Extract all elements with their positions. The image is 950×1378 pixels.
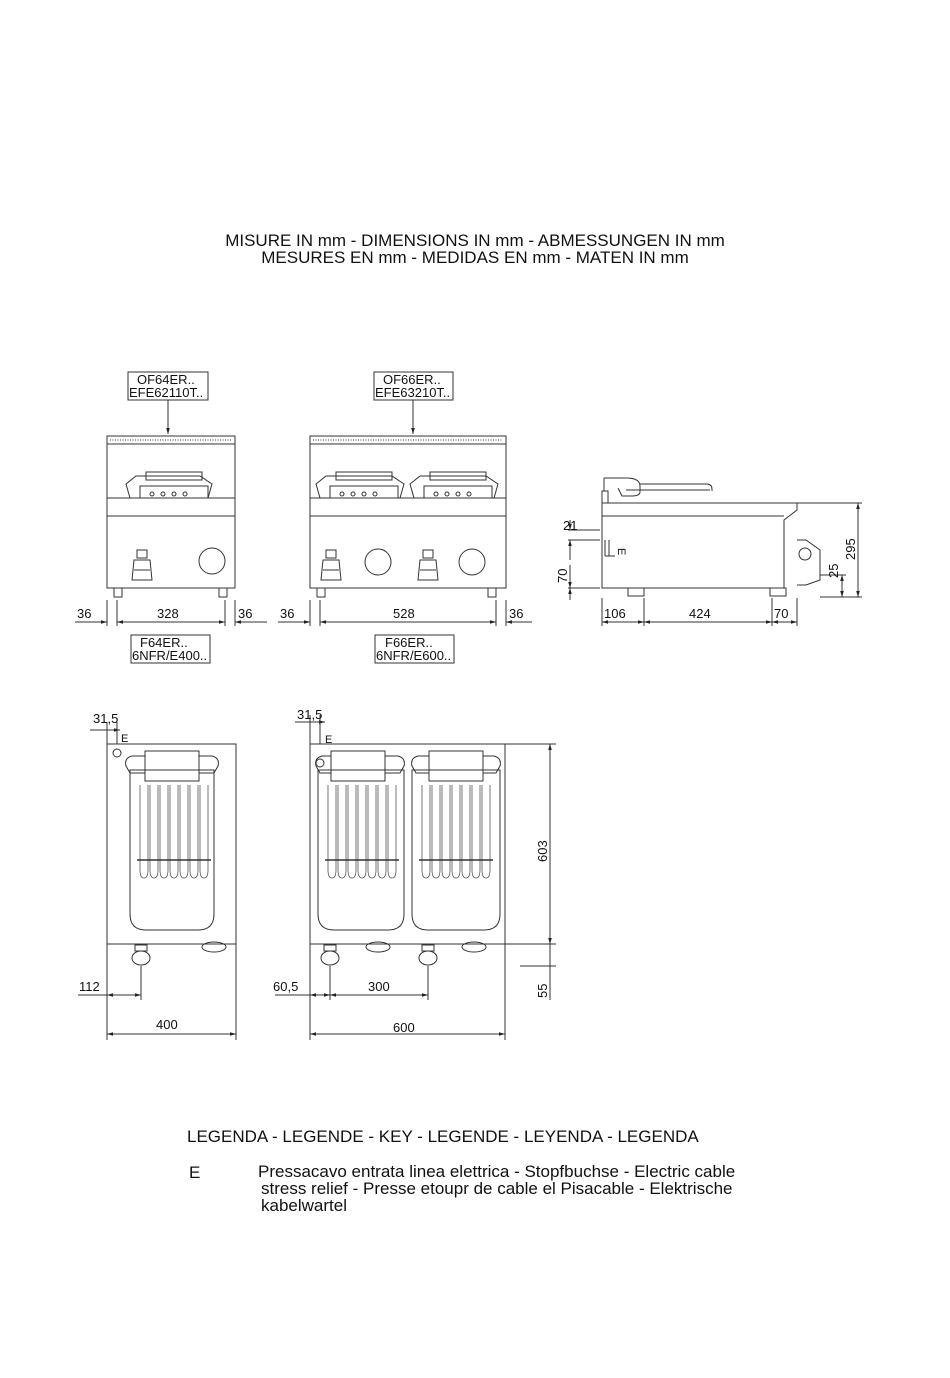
dim-top-double-300: 300 bbox=[368, 979, 390, 994]
dim-side-106: 106 bbox=[604, 606, 626, 621]
label-efe63210t: EFE63210T.. bbox=[375, 385, 450, 400]
dim-front-single-left: 36 bbox=[77, 606, 91, 621]
dim-top-single-112: 112 bbox=[79, 979, 100, 994]
dim-side-295: 295 bbox=[843, 538, 858, 560]
dim-side-70b: 70 bbox=[774, 606, 788, 621]
front-view-double bbox=[278, 371, 532, 664]
label-efe62110t: EFE62110T.. bbox=[129, 385, 203, 400]
label-of64er: OF64ER.. bbox=[137, 372, 195, 387]
label-box-of64er bbox=[127, 371, 209, 401]
dim-front-double-width: 528 bbox=[393, 606, 415, 621]
marker-side-e: E bbox=[615, 548, 627, 555]
dim-side-70: 70 bbox=[555, 569, 570, 583]
dim-side-424: 424 bbox=[689, 606, 711, 621]
label-box-f66er bbox=[374, 634, 455, 664]
dim-top-single-width: 400 bbox=[156, 1017, 178, 1032]
header-line-2: MESURES EN mm - MEDIDAS EN mm - MATEN IN… bbox=[261, 248, 689, 267]
dim-top-single-offset: 31,5 bbox=[93, 711, 118, 726]
dimensions-header: MISURE IN mm - DIMENSIONS IN mm - ABMESS… bbox=[0, 232, 950, 266]
dim-side-21: 21 bbox=[563, 518, 577, 533]
header-line-1: MISURE IN mm - DIMENSIONS IN mm - ABMESS… bbox=[225, 231, 725, 250]
dim-top-double-60-5: 60,5 bbox=[273, 979, 298, 994]
label-f66er: F66ER.. bbox=[385, 635, 433, 650]
legend-key-e: E bbox=[189, 1163, 201, 1182]
dim-side-25: 25 bbox=[826, 564, 841, 578]
legend-line-3: kabelwartel bbox=[261, 1196, 347, 1215]
top-view-single bbox=[78, 722, 237, 1040]
label-box-of66er bbox=[373, 371, 454, 401]
dim-front-double-right: 36 bbox=[509, 606, 523, 621]
dim-top-double-width: 600 bbox=[393, 1020, 415, 1035]
dim-top-double-55: 55 bbox=[535, 984, 550, 998]
legend-line-2: stress relief - Presse etoupr de cable e… bbox=[261, 1179, 733, 1198]
label-box-f64er bbox=[130, 634, 211, 664]
front-view-single bbox=[75, 371, 267, 664]
label-6nfr-e400: 6NFR/E400.. bbox=[132, 648, 207, 663]
marker-top-single-e: E bbox=[121, 733, 128, 745]
legend-line-1: Pressacavo entrata linea elettrica - Sto… bbox=[258, 1162, 736, 1181]
dim-top-double-offset: 31,5 bbox=[297, 707, 322, 722]
legend-description: Pressacavo entrata linea elettrica - Sto… bbox=[258, 1163, 818, 1214]
side-view bbox=[568, 477, 862, 626]
label-f64er: F64ER.. bbox=[140, 635, 188, 650]
top-view-double bbox=[275, 715, 556, 1040]
dim-front-single-right: 36 bbox=[238, 606, 252, 621]
label-6nfr-e600: 6NFR/E600.. bbox=[376, 648, 451, 663]
dim-top-double-603: 603 bbox=[535, 840, 550, 862]
dim-front-single-width: 328 bbox=[157, 606, 179, 621]
label-of66er: OF66ER.. bbox=[383, 372, 441, 387]
marker-top-double-e: E bbox=[325, 734, 332, 746]
dim-front-double-left: 36 bbox=[280, 606, 294, 621]
legend-title: LEGENDA - LEGENDE - KEY - LEGENDE - LEYE… bbox=[187, 1127, 699, 1144]
